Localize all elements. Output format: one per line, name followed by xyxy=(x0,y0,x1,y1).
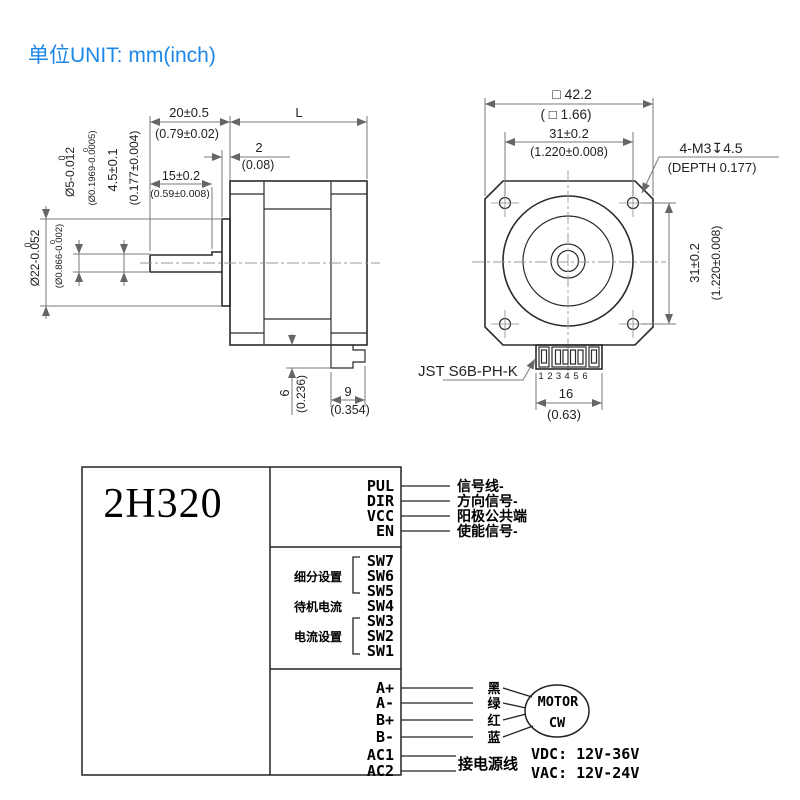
front-view: 1 2 3 4 5 6 □ 42.2 ( □ 1.66) 31± xyxy=(418,86,779,422)
driver-model: 2H320 xyxy=(103,481,222,527)
switch-sw7: SW7 xyxy=(367,552,394,570)
dim-shaft-dia-in-upper-tol: 0 xyxy=(81,148,90,152)
current-bracket xyxy=(352,617,360,655)
dim-boss-dia-mm: Ø22-0.052 xyxy=(28,229,42,286)
wiring-diagram: 2H320 PUL DIR VCC EN 信号线- 方向信号- 阳极公共端 使能… xyxy=(81,466,639,782)
side-view: 20±0.5 (0.79±0.02) L 2 (0.08) 15±0.2 (0.… xyxy=(23,105,380,417)
pin-4: 4 xyxy=(564,371,569,382)
wire-color-green: 绿 xyxy=(487,696,501,711)
vdc-rating: VDC: 12V-36V xyxy=(531,745,639,763)
pin-numbers: 1 2 3 4 5 6 xyxy=(538,371,587,382)
switch-sw3: SW3 xyxy=(367,612,394,630)
screw-leader-line xyxy=(641,156,779,194)
vac-rating: VAC: 12V-24V xyxy=(531,764,639,782)
dim-shaft-length-in: (0.79±0.02) xyxy=(155,127,219,141)
terminal-dir: DIR xyxy=(367,492,395,510)
label-enable-signal: 使能信号- xyxy=(456,523,518,539)
dim-flat-height-in: (0.177±0.004) xyxy=(127,131,141,206)
pilot-boss xyxy=(221,218,231,307)
page-title: 单位UNIT: mm(inch) xyxy=(28,44,216,67)
dim-boss-dia-in-upper-tol: 0 xyxy=(48,240,57,244)
switch-sw4: SW4 xyxy=(367,597,394,615)
dim-boss-depth-mm: 2 xyxy=(255,140,262,155)
terminal-en: EN xyxy=(376,522,394,540)
terminal-ac2: AC2 xyxy=(367,762,394,780)
signal-terminals: PUL DIR VCC EN 信号线- 方向信号- 阳极公共端 使能信号- xyxy=(367,477,527,540)
dim-flat-length-in: (0.59±0.008) xyxy=(150,188,209,200)
terminal-pul: PUL xyxy=(367,477,394,495)
label-microstep-setting: 细分设置 xyxy=(294,569,342,584)
dim-front-connector-width-mm: 16 xyxy=(559,386,573,401)
jst-leader-line xyxy=(443,358,536,381)
dim-flat-height-mm: 4.5±0.1 xyxy=(105,148,120,191)
dip-switches: SW7 SW6 SW5 SW4 SW3 SW2 SW1 细分设置 待机电流 电流… xyxy=(294,552,394,660)
dim-hole-pitch-top-mm: 31±0.2 xyxy=(549,126,589,141)
label-direction-signal: 方向信号- xyxy=(457,493,518,509)
dim-shaft-dia-mm-upper-tol: 0 xyxy=(57,155,67,160)
side-view-dimension-text: 20±0.5 (0.79±0.02) L 2 (0.08) 15±0.2 (0.… xyxy=(23,105,370,417)
terminal-b-minus: B- xyxy=(376,728,394,746)
dim-front-connector-width-in: (0.63) xyxy=(547,407,581,422)
motor-symbol xyxy=(524,684,590,738)
dim-shaft-dia-in: (Ø0.1969-0.0005) xyxy=(87,131,98,206)
pin-3: 3 xyxy=(556,371,561,382)
pin-5: 5 xyxy=(573,371,578,382)
wire-color-black: 黑 xyxy=(487,681,500,696)
dim-hole-pitch-top-in: (1.220±0.008) xyxy=(530,145,608,159)
label-pulse-signal: 信号线- xyxy=(457,478,504,494)
motor-side-outline xyxy=(149,180,368,369)
dim-square-mm: □ 42.2 xyxy=(552,86,592,102)
label-power-wires: 接电源线 xyxy=(458,755,518,773)
dim-boss-dia-mm-upper-tol: 0 xyxy=(23,242,33,247)
dim-mount-holes-depth-in: (DEPTH 0.177) xyxy=(668,160,757,175)
front-connector xyxy=(535,344,603,370)
dim-side-connector-width-mm: 9 xyxy=(344,384,351,399)
terminal-a-minus: A- xyxy=(376,694,394,712)
dim-boss-depth-in: (0.08) xyxy=(242,158,275,172)
driver-box xyxy=(81,466,402,776)
dim-side-connector-width-in: (0.354) xyxy=(330,403,370,417)
terminal-vcc: VCC xyxy=(367,507,394,525)
side-view-dimension-lines xyxy=(40,116,368,415)
wire-color-blue: 蓝 xyxy=(487,730,500,745)
dim-square-in: ( □ 1.66) xyxy=(541,107,592,122)
switch-sw2: SW2 xyxy=(367,627,394,645)
switch-sw1: SW1 xyxy=(367,642,394,660)
motor-label: MOTOR xyxy=(538,694,580,710)
dim-shaft-dia-mm: Ø5-0.012 xyxy=(63,147,77,197)
pin-2: 2 xyxy=(547,371,552,382)
label-standby-current: 待机电流 xyxy=(294,599,342,614)
shaft-top xyxy=(150,251,222,256)
microstep-bracket xyxy=(352,556,360,594)
dim-boss-dia-in: (Ø0.866-0.002) xyxy=(54,224,65,288)
label-common-anode: 阳极公共端 xyxy=(457,508,527,524)
power-terminals: AC1 AC2 接电源线 VDC: 12V-36V VAC: 12V-24V xyxy=(367,745,639,782)
terminal-a-plus: A+ xyxy=(376,679,394,697)
dim-shaft-length-mm: 20±0.5 xyxy=(169,105,209,120)
switch-sw6: SW6 xyxy=(367,567,394,585)
dim-flat-length-mm: 15±0.2 xyxy=(162,169,200,183)
connector-name-label: JST S6B-PH-K xyxy=(418,363,518,380)
mount-holes xyxy=(491,189,647,338)
terminal-b-plus: B+ xyxy=(376,711,394,729)
pin-1: 1 xyxy=(538,371,543,382)
front-centerlines xyxy=(472,170,666,380)
dim-connector-height-mm: 6 xyxy=(277,389,292,396)
front-view-dimension-text: □ 42.2 ( □ 1.66) 31±0.2 (1.220±0.008) 31… xyxy=(418,86,756,422)
dim-hole-pitch-side-mm: 31±0.2 xyxy=(687,243,702,283)
label-current-setting: 电流设置 xyxy=(294,629,342,644)
side-connector xyxy=(330,345,366,369)
dim-mount-holes-mm: 4-M3↧4.5 xyxy=(679,140,742,156)
dim-body-length: L xyxy=(295,105,302,120)
dim-connector-height-in: (0.236) xyxy=(294,375,308,413)
switch-sw5: SW5 xyxy=(367,582,394,600)
dim-hole-pitch-side-in: (1.220±0.008) xyxy=(709,226,723,301)
front-view-dimension-lines xyxy=(443,98,779,410)
pin-6: 6 xyxy=(582,371,587,382)
motor-terminals: A+ A- B+ B- 黑 绿 红 蓝 MOTOR CW xyxy=(376,679,590,746)
motor-direction-label: CW xyxy=(549,715,566,731)
terminal-ac1: AC1 xyxy=(367,746,394,764)
wire-color-red: 红 xyxy=(487,713,500,728)
